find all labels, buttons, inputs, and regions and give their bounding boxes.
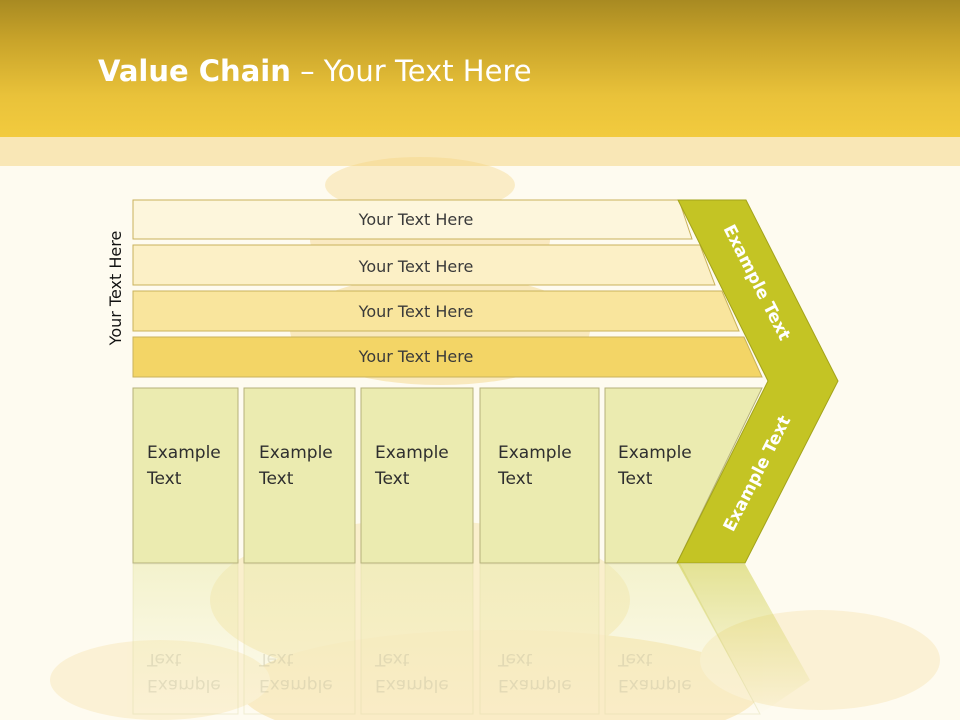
svg-text:Example: Example	[618, 675, 692, 695]
title-bold: Value Chain	[98, 54, 291, 88]
column-4-line2: Text	[497, 469, 533, 489]
reflection: Example Text Example Text Example Text E…	[132, 563, 810, 715]
column-4-line1: Example	[498, 443, 572, 463]
banner-stripe	[0, 137, 960, 166]
value-chevron	[676, 199, 839, 564]
column-1-line1: Example	[147, 443, 221, 463]
svg-text:Text: Text	[617, 649, 653, 669]
svg-text:Text: Text	[374, 649, 410, 669]
column-3-line1: Example	[375, 443, 449, 463]
column-4	[479, 387, 600, 564]
bar-3-label: Your Text Here	[358, 302, 474, 321]
svg-text:Example: Example	[147, 675, 221, 695]
side-label: Your Text Here	[106, 231, 125, 347]
svg-text:Example: Example	[259, 675, 333, 695]
column-1	[132, 387, 239, 564]
column-2	[243, 387, 356, 564]
bar-2	[132, 244, 716, 286]
column-3	[360, 387, 474, 564]
bar-1-label: Your Text Here	[358, 210, 474, 229]
bar-1	[132, 199, 693, 240]
bar-3	[132, 290, 740, 332]
column-1-line2: Text	[146, 469, 182, 489]
bar-2-label: Your Text Here	[358, 257, 474, 276]
column-3-line2: Text	[374, 469, 410, 489]
svg-text:Text: Text	[497, 649, 533, 669]
column-5-line1: Example	[618, 443, 692, 463]
bar-4	[132, 336, 763, 378]
bar-4-label: Your Text Here	[358, 347, 474, 366]
svg-text:Text: Text	[258, 649, 294, 669]
column-5-line2: Text	[617, 469, 653, 489]
title-banner	[0, 0, 960, 137]
slide-title: Value Chain – Your Text Here	[98, 54, 532, 88]
column-2-line1: Example	[259, 443, 333, 463]
svg-text:Example: Example	[375, 675, 449, 695]
column-2-line2: Text	[258, 469, 294, 489]
title-rest: – Your Text Here	[290, 54, 532, 88]
svg-text:Text: Text	[146, 649, 182, 669]
svg-text:Example: Example	[498, 675, 572, 695]
